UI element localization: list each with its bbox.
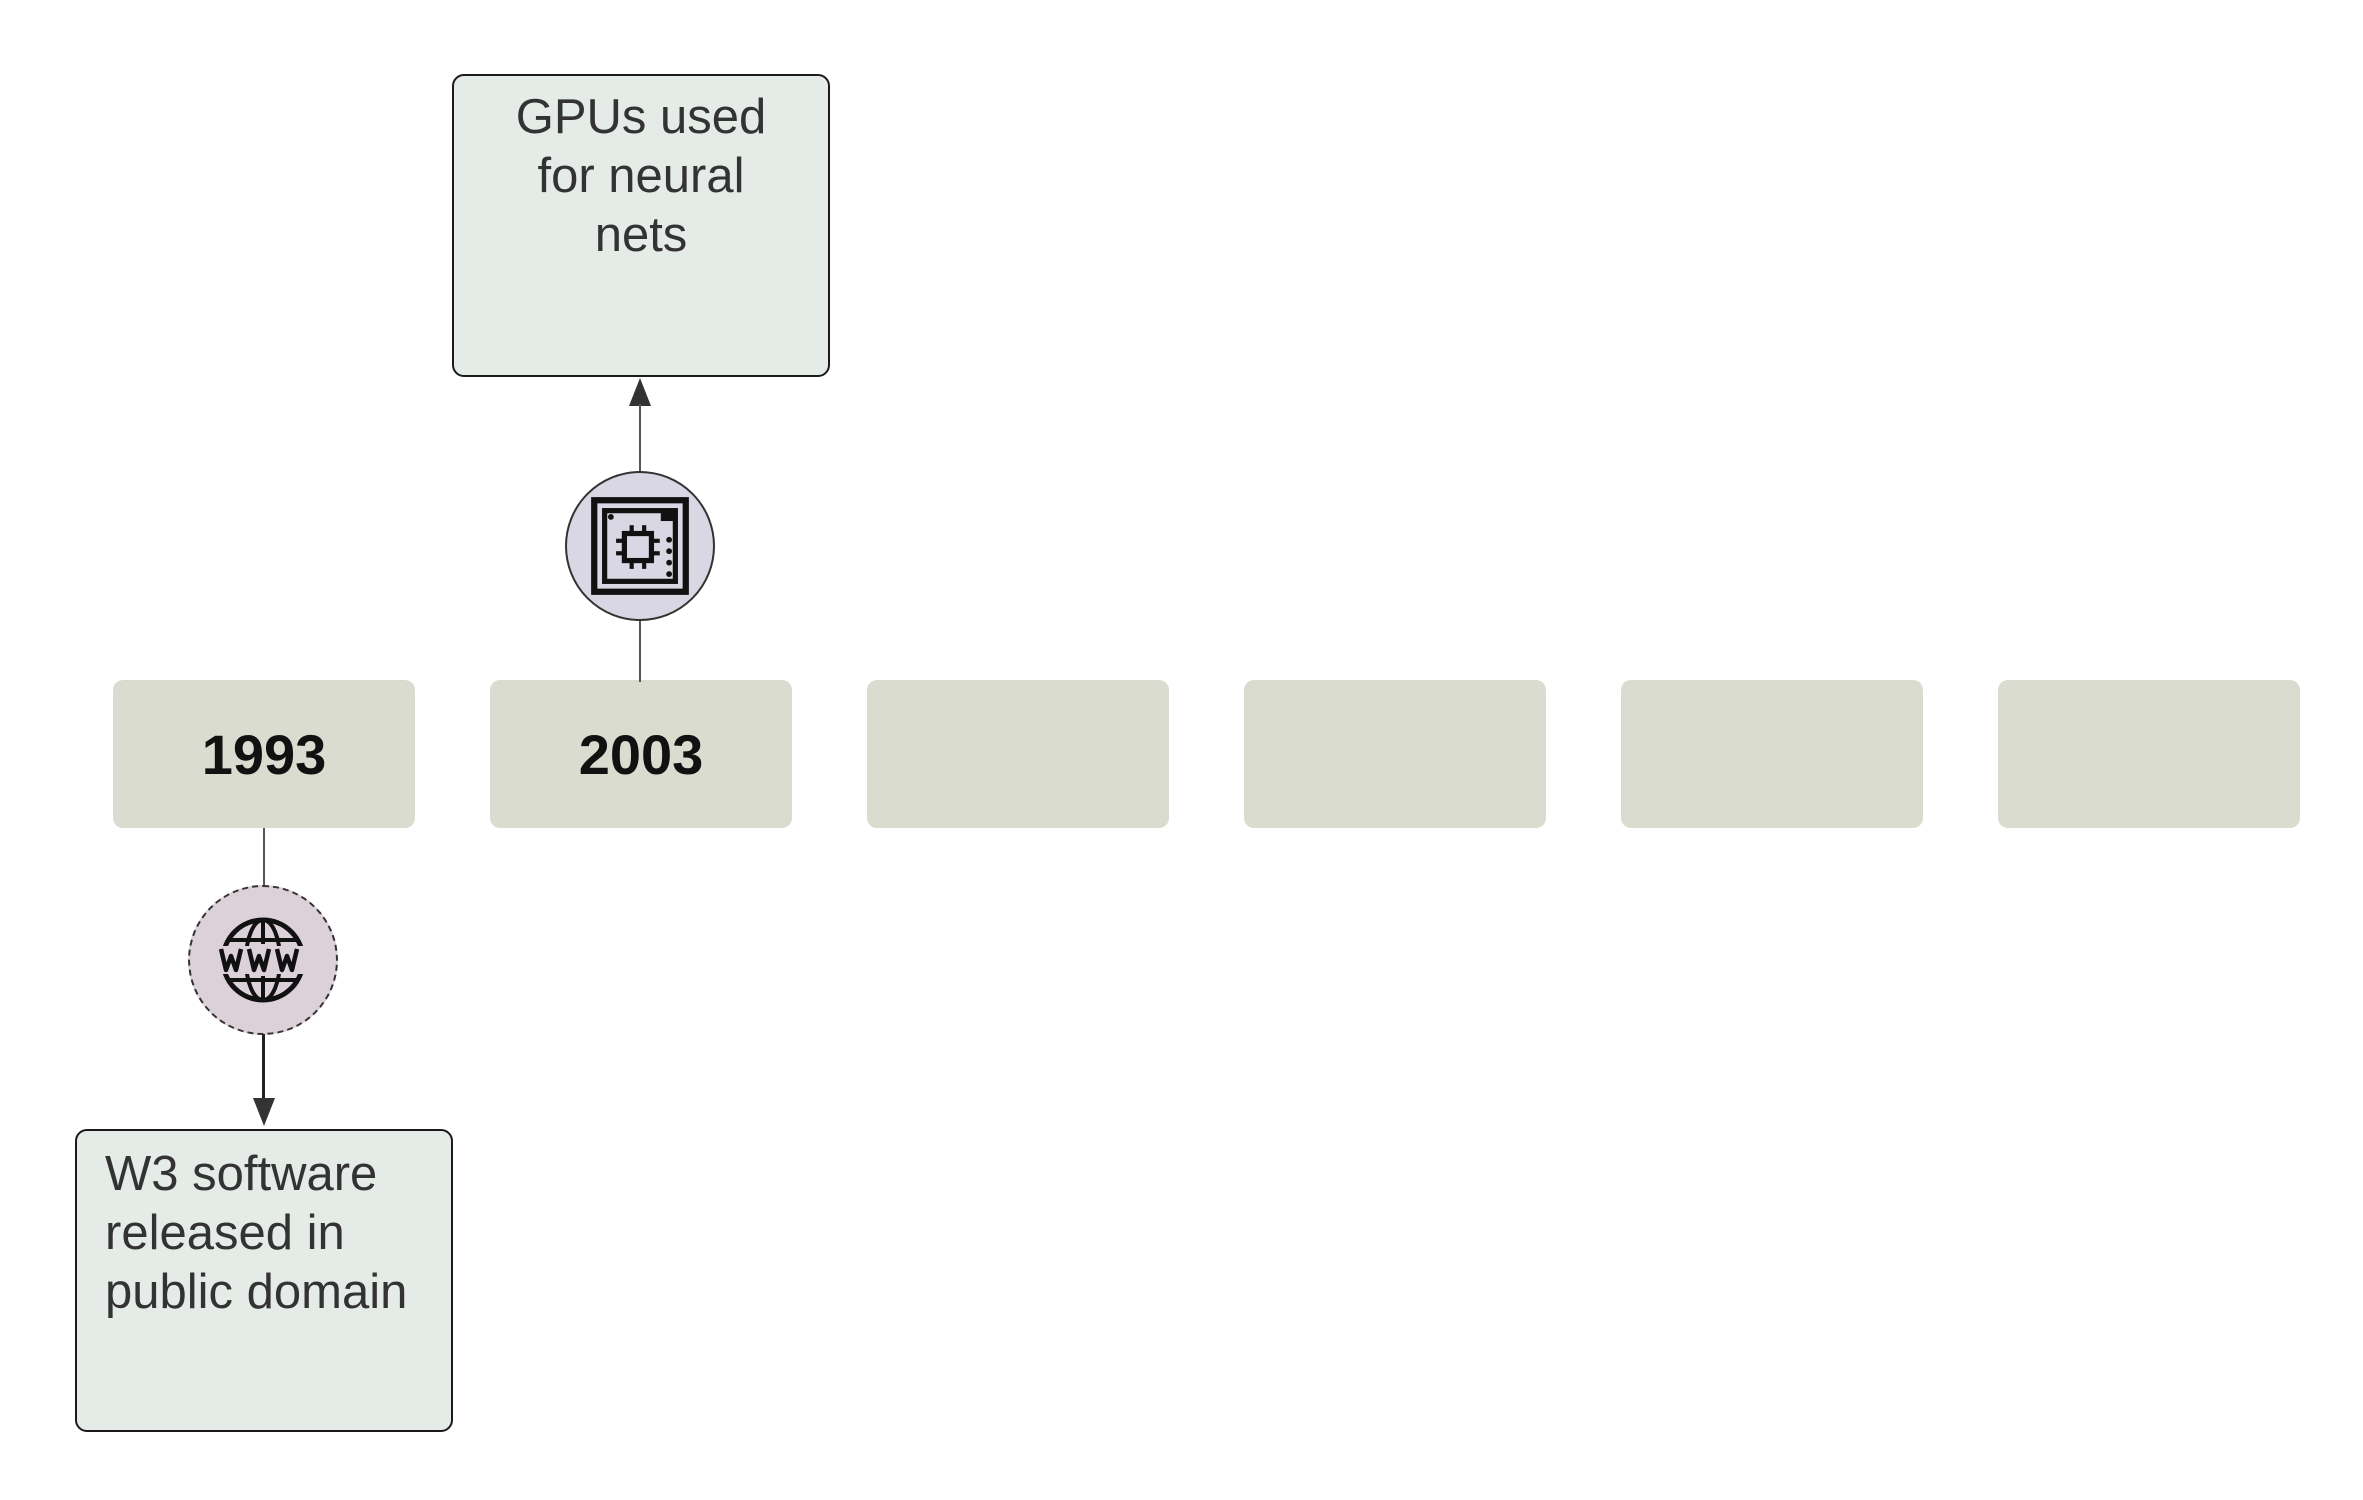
year-box-empty-6: [1998, 680, 2300, 828]
year-box-2003: 2003: [490, 680, 792, 828]
connector-line: [262, 1034, 265, 1100]
circuit-chip-icon: [565, 471, 715, 621]
connector-line: [639, 404, 641, 472]
connector-line: [263, 828, 265, 886]
event-text-line: public domain: [105, 1265, 408, 1319]
year-label: 2003: [578, 722, 704, 786]
year-box-1993: 1993: [113, 680, 415, 828]
arrow-up-head: [629, 378, 651, 406]
event-text-line: for neural: [537, 149, 745, 203]
connector-line: [639, 620, 641, 682]
event-card-1993: W3 software released in public domain: [75, 1129, 453, 1432]
arrow-down-head: [253, 1098, 275, 1126]
www-globe-icon-graphic: [217, 917, 309, 1003]
year-label: 1993: [201, 722, 327, 786]
event-card-2003: GPUs used for neural nets: [452, 74, 830, 377]
year-box-empty-3: [867, 680, 1169, 828]
www-globe-icon: [188, 885, 338, 1035]
event-text-line: W3 software: [105, 1147, 378, 1201]
event-text-line: nets: [594, 208, 688, 262]
event-text-line: GPUs used: [515, 90, 767, 144]
event-text-line: released in: [105, 1206, 345, 1260]
year-box-empty-5: [1621, 680, 1923, 828]
circuit-chip-icon-graphic: [591, 497, 689, 595]
year-box-empty-4: [1244, 680, 1546, 828]
